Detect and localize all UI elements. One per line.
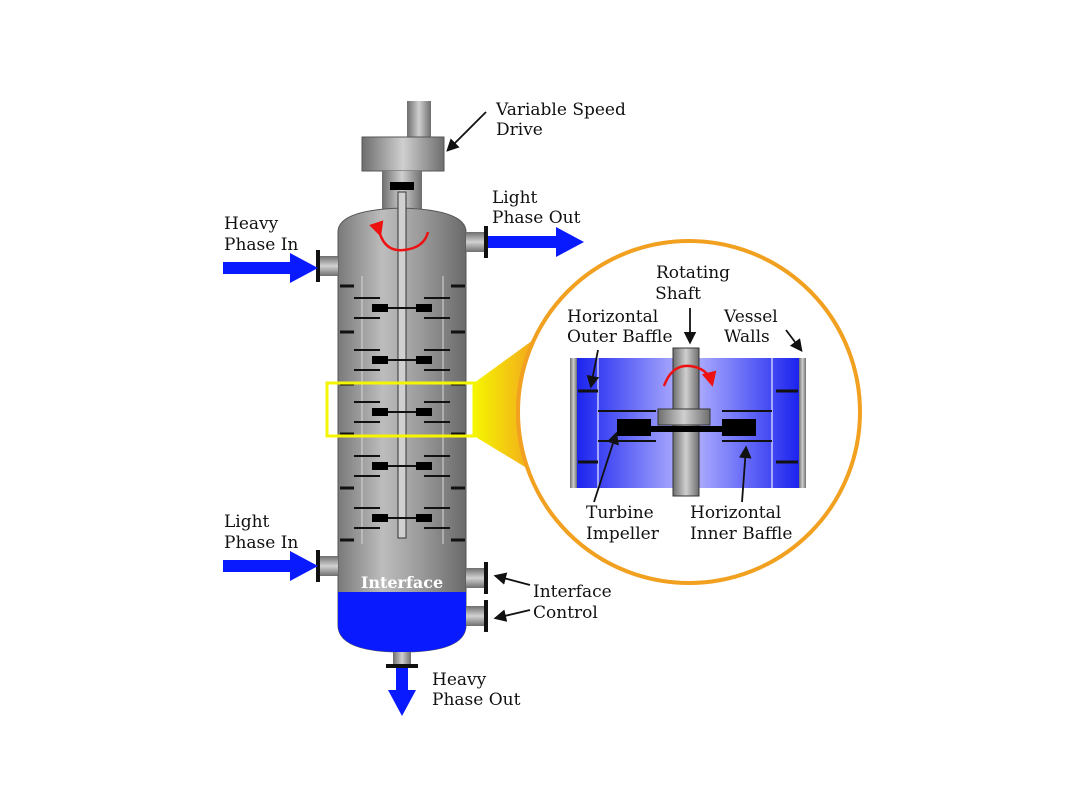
heavy-in-label-line1: Heavy [224, 214, 279, 234]
heavy-in-label-line2: Phase In [224, 235, 298, 255]
detail-impeller-left [617, 419, 651, 436]
light-in-label-line2: Phase In [224, 533, 298, 553]
arrow-icon [223, 227, 584, 716]
interface-label: Interface [361, 573, 443, 592]
interface-nozzle-lower [466, 606, 484, 626]
highlight-box [325, 381, 476, 438]
detail-hub [657, 408, 711, 426]
impeller-label-line1: Turbine [586, 503, 654, 523]
vessel-impellers [372, 304, 432, 522]
light-out-nozzle [466, 232, 484, 252]
drive-label-line1: Variable Speed [495, 100, 626, 120]
interface-control-label-line1: Interface [533, 582, 612, 602]
heavy-out-nozzle [393, 652, 411, 666]
interface-control-label-line2: Control [533, 603, 598, 623]
rotation-arrow-icon [369, 220, 430, 252]
outer-baffle-label-line1: Horizontal [567, 307, 658, 327]
light-in-label-line1: Light [224, 512, 270, 532]
inner-baffles [354, 297, 450, 529]
vessel-shaft [397, 191, 407, 539]
light-in-nozzle [320, 556, 338, 576]
light-out-label-line1: Light [492, 188, 538, 208]
drive-label-line2: Drive [496, 120, 543, 140]
shaft-label-line2: Shaft [655, 284, 701, 304]
detail-impeller-right [722, 419, 756, 436]
heavy-phase-liquid [338, 592, 466, 652]
inner-guides [361, 276, 444, 544]
detail-wall-right [799, 358, 806, 488]
detail-wall-left [570, 358, 577, 488]
outer-baffle-label-line2: Outer Baffle [567, 327, 673, 347]
light-out-label-line2: Phase Out [492, 208, 581, 228]
heavy-out-label-line1: Heavy [432, 670, 487, 690]
variable-speed-drive [361, 136, 445, 172]
walls-label-line2: Walls [724, 327, 770, 347]
heavy-in-nozzle [320, 256, 338, 276]
drive-shaft [407, 101, 431, 141]
inner-baffle-label-line2: Inner Baffle [690, 524, 792, 544]
rotation-arrow-icon [662, 364, 717, 387]
inner-baffle-label-line1: Horizontal [690, 503, 781, 523]
leader-arrows [446, 111, 803, 622]
shaft-label-line1: Rotating [656, 263, 730, 283]
walls-label-line1: Vessel [723, 307, 778, 327]
interface-nozzle-upper [466, 568, 484, 588]
impeller-label-line2: Impeller [586, 524, 660, 544]
heavy-out-label-line2: Phase Out [432, 690, 521, 710]
